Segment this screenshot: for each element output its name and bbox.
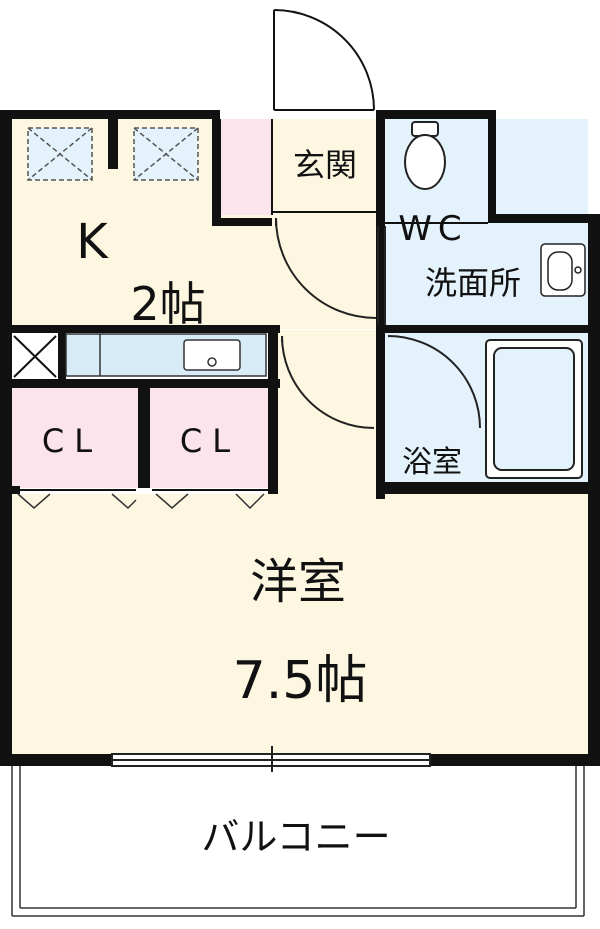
interior-doors: [275, 217, 481, 429]
entrance-label: 玄関: [293, 146, 357, 184]
closet-right-floor: [150, 388, 270, 488]
closet-right-label: CL: [180, 422, 240, 460]
western-room-floor: [12, 494, 588, 756]
closet-door-marks: [17, 493, 265, 510]
kitchen-label: K: [76, 214, 109, 270]
western-room-label: 洋室: [250, 554, 346, 610]
washbasin-icon: [540, 243, 586, 297]
balcony-window: [111, 746, 431, 772]
entrance-storage: [220, 119, 272, 215]
sliding-doors: [377, 226, 386, 325]
toilet-icon: [404, 121, 446, 190]
balcony-railing: [11, 766, 585, 917]
walls: [0, 110, 600, 766]
wc-label: WC: [398, 209, 467, 249]
balcony-floor: [12, 764, 584, 916]
closet-left-label: CL: [42, 422, 102, 460]
closet-left-floor: [12, 388, 138, 488]
bath-label: 浴室: [402, 445, 462, 480]
entrance-floor: [272, 119, 376, 329]
entrance-door: [273, 9, 375, 111]
washroom-label: 洗面所: [425, 264, 521, 302]
kitchen-size-label: 2帖: [130, 277, 205, 331]
balcony-label: バルコニー: [201, 815, 390, 859]
western-room-size-label: 7.5帖: [233, 651, 368, 711]
ceiling-fixtures: [27, 127, 199, 181]
pipe-shaft-mark: [13, 335, 57, 378]
bathtub-icon: [485, 339, 583, 479]
thin-walls: [20, 119, 488, 491]
kitchen-counter: [65, 333, 267, 377]
